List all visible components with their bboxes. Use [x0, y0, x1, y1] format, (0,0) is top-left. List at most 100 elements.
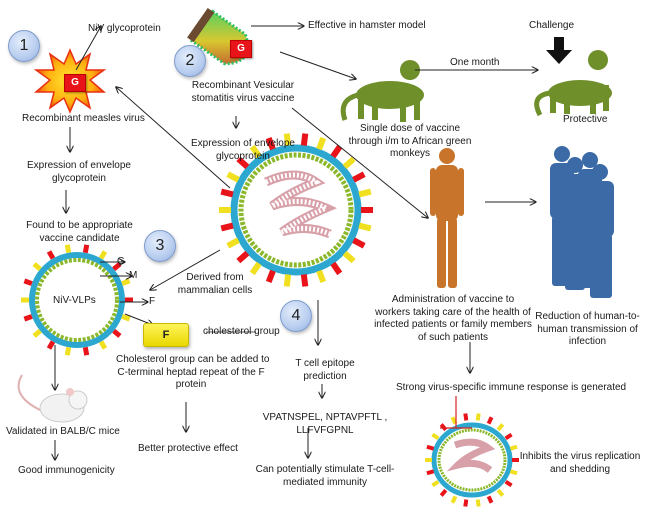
g-spike	[486, 495, 494, 504]
f-spike	[496, 423, 505, 432]
f-spike	[64, 346, 72, 356]
reduction-label: Reduction of human-to-human transmission…	[535, 311, 640, 347]
g-spike	[300, 133, 309, 146]
f-spike	[121, 278, 131, 286]
g-spike	[426, 444, 435, 451]
f-protein-label: F	[149, 296, 156, 307]
f-spike	[475, 499, 481, 507]
g-spike	[82, 244, 90, 254]
one-month-label: One month	[450, 57, 500, 68]
immunogenicity-label: Good immunogenicity	[18, 465, 115, 476]
g-spike	[352, 171, 366, 183]
g-spike	[330, 261, 343, 276]
monkey-icon-vaccinated	[340, 60, 424, 122]
peptides-label: VPATNSPEL, NPTAVPFTL ,LLFVFGPNL	[262, 412, 388, 436]
f-spike	[98, 340, 108, 350]
f-spike	[64, 244, 72, 254]
g-spike	[46, 250, 56, 260]
g-spike	[463, 413, 469, 421]
f-spike	[226, 237, 240, 249]
step-badge-2: 2	[174, 45, 206, 77]
cholesterol-group-label: cholesterol group	[203, 326, 280, 337]
f-spike	[450, 495, 458, 504]
f-spike	[283, 133, 292, 146]
f-protein-box: F	[143, 323, 189, 347]
vlp-label: NiV-VLPs	[53, 295, 96, 306]
g-spike	[265, 136, 276, 151]
f-spike	[496, 488, 505, 497]
f-spike	[98, 250, 108, 260]
f-spike	[283, 274, 292, 287]
niv-vlp-icon	[21, 244, 133, 356]
g-spike	[504, 479, 513, 488]
f-spike	[342, 250, 356, 264]
f-spike	[316, 269, 327, 284]
g-spike	[82, 346, 90, 356]
step-badge-3: 3	[144, 230, 176, 262]
measles-virus-label: Recombinant measles virus	[22, 113, 145, 124]
hamster-label: Effective in hamster model	[308, 20, 426, 31]
g-spike	[504, 432, 513, 441]
g-spike	[300, 274, 309, 287]
f-spike	[121, 314, 131, 322]
flow-arrows	[55, 26, 538, 460]
g-spike	[463, 499, 469, 507]
g-spike	[486, 416, 494, 425]
g-spike	[23, 314, 33, 322]
challenge-arrow-icon	[546, 37, 572, 64]
f-spike	[249, 261, 262, 276]
m-protein-label: M	[129, 270, 138, 281]
f-spike	[358, 188, 372, 198]
g-spike	[352, 237, 366, 249]
challenge-label: Challenge	[529, 20, 575, 31]
inhibition-line	[440, 396, 472, 429]
immune-response-label: Strong virus-specific immune response is…	[396, 382, 627, 393]
human-worker-icon	[430, 148, 464, 288]
f-spike	[32, 328, 42, 338]
monkey-icon-challenged	[534, 50, 612, 117]
step-badge-1: 1	[8, 30, 40, 62]
g-protein-label: G	[117, 256, 125, 267]
f-spike	[475, 413, 481, 421]
f-spike	[450, 416, 458, 425]
f-spike	[358, 222, 372, 232]
g-protein-marker: G	[64, 74, 86, 92]
stimulate-label: Can potentially stimulate T-cell-mediate…	[255, 464, 395, 488]
g-spike	[439, 488, 448, 497]
g-spike	[46, 340, 56, 350]
g-spike	[23, 278, 33, 286]
g-protein-marker-vsv: G	[230, 40, 252, 58]
f-spike	[431, 432, 440, 441]
inhibited-virion-icon	[425, 413, 519, 507]
g-spike	[220, 188, 234, 198]
f-spike	[316, 136, 327, 151]
mice-validation-label: Validated in BALB/C mice	[6, 426, 120, 437]
better-effect-label: Better protective effect	[138, 443, 238, 454]
nipah-virion-icon	[219, 133, 373, 287]
f-spike	[431, 479, 440, 488]
f-spike	[509, 469, 518, 476]
f-spike	[226, 171, 240, 183]
f-spike	[509, 444, 518, 451]
g-spike	[220, 222, 234, 232]
g-spike	[236, 250, 250, 264]
human-population-icon	[550, 146, 614, 298]
g-spike	[236, 156, 250, 170]
g-spike	[426, 469, 435, 476]
protective-label: Protective	[563, 114, 608, 125]
niv-glycoprotein-label: NiV glycoprotein	[88, 23, 161, 34]
g-spike	[112, 328, 122, 338]
g-spike	[265, 269, 276, 284]
f-spike	[249, 144, 262, 159]
f-spike	[32, 262, 42, 272]
